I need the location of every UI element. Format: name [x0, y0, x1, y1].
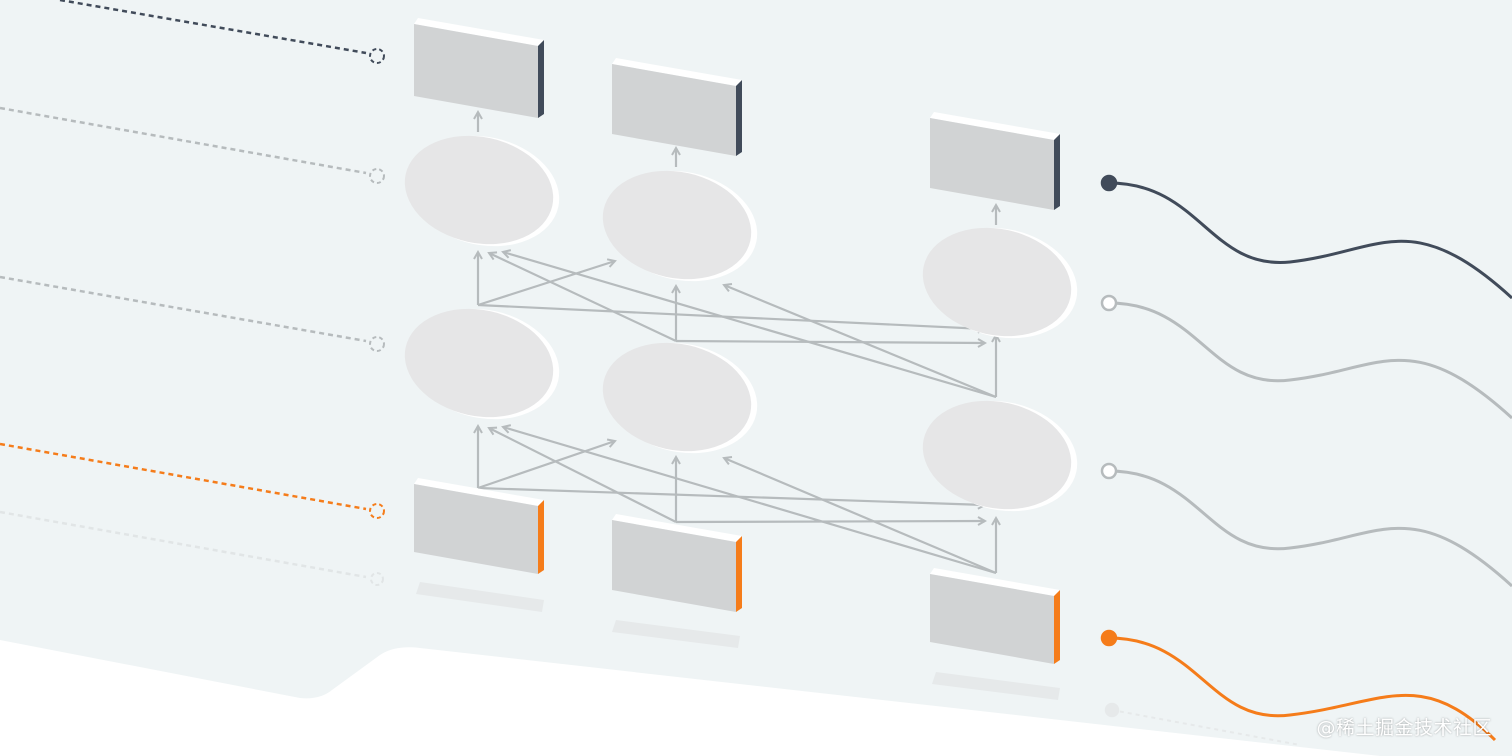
circle-icon [1104, 702, 1120, 718]
input-box-3 [930, 568, 1060, 664]
dashed-circle-icon [369, 336, 385, 352]
circle-icon [1100, 294, 1118, 312]
hidden2-node-3 [922, 227, 1078, 339]
input-line-dark [59, 0, 367, 55]
connections-input-hidden1 [478, 426, 996, 575]
input-line-orange [0, 442, 367, 511]
output-signal-orange [1108, 636, 1497, 742]
hidden2-node-1 [404, 135, 560, 247]
dashed-circle-icon [369, 168, 385, 184]
dashed-circle-icon [369, 48, 385, 64]
connections-hidden2-output [478, 112, 996, 225]
circle-icon [1100, 629, 1118, 647]
hidden1-node-3 [922, 400, 1078, 512]
output-signal-gray-1 [1108, 301, 1512, 420]
output-box-3 [930, 112, 1060, 210]
input-shadows [416, 582, 1060, 700]
output-signal-gray-2 [1108, 469, 1512, 588]
input-dashed-lines [0, 0, 367, 579]
input-line-gray-1 [0, 106, 367, 175]
input-box-2 [612, 514, 742, 612]
input-line-faint [0, 510, 367, 579]
output-markers [1100, 174, 1120, 718]
dashed-circle-icon [369, 503, 385, 519]
input-markers [369, 48, 385, 586]
input-line-gray-2 [0, 275, 367, 343]
connections-hidden1-hidden2 [478, 252, 996, 399]
output-signals [1108, 181, 1512, 746]
watermark-text: @稀土掘金技术社区 [1316, 717, 1492, 739]
output-signal-dark [1108, 181, 1512, 300]
circle-icon [1100, 462, 1118, 480]
hidden1-node-2 [602, 342, 758, 454]
circle-icon [1100, 174, 1118, 192]
hidden1-node-1 [404, 308, 560, 420]
output-box-2 [612, 58, 742, 156]
output-box-1 [414, 18, 544, 118]
input-box-1 [414, 478, 544, 574]
hidden2-node-2 [602, 170, 758, 282]
dashed-circle-icon [370, 572, 384, 586]
